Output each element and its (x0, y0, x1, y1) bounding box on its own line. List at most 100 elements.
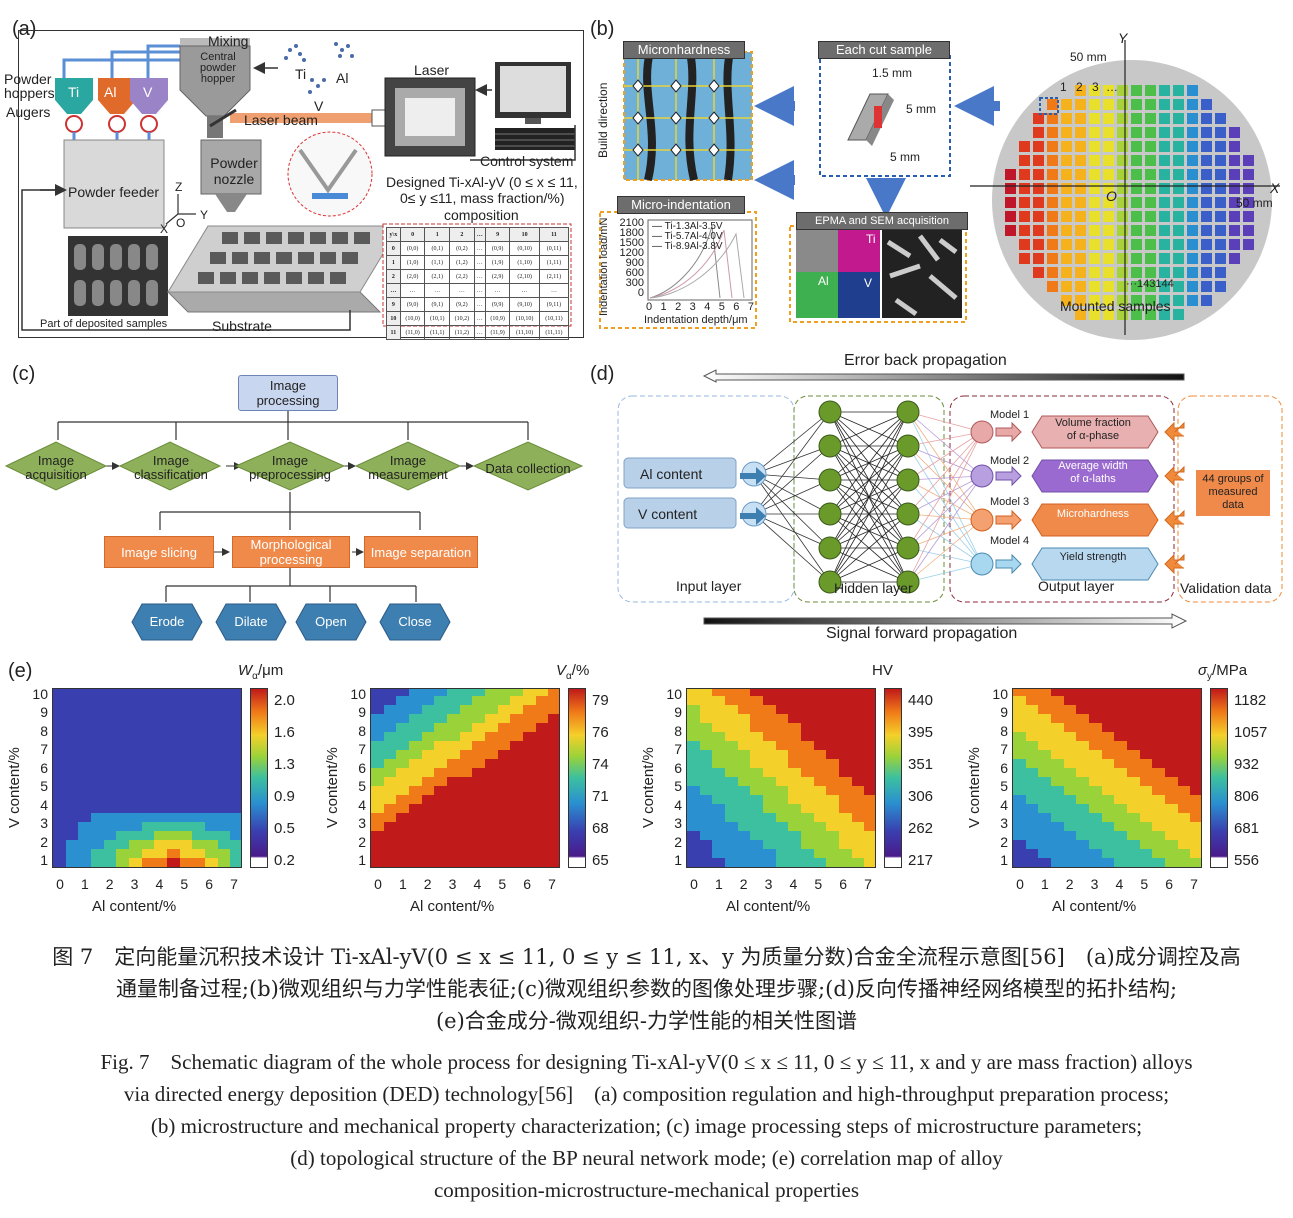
heatmap-cell (396, 830, 410, 840)
heatmap-cell (826, 794, 840, 804)
heatmap-cell (1177, 695, 1192, 705)
heatmap-cell (1152, 695, 1166, 705)
heatmap-cell (1063, 749, 1078, 759)
heatmap-cell (409, 740, 423, 750)
heatmap-cell (1114, 695, 1128, 705)
heatmap-cell (1025, 848, 1040, 858)
heatmap-cell (851, 713, 866, 723)
heatmap-cell (1114, 803, 1128, 813)
wafer-sample-square (1187, 85, 1198, 96)
heatmap-cell (53, 785, 67, 795)
wafer-sample-square (1019, 169, 1030, 180)
wafer-sample-square (1159, 211, 1170, 222)
heatmap-cell (78, 704, 92, 714)
colorbar-tick: 2.0 (274, 692, 295, 709)
heatmap-cell (535, 689, 550, 696)
indent-ytick: 1200 (619, 247, 644, 259)
wafer-sample-square (1103, 239, 1114, 250)
heatmap-cell (1152, 812, 1166, 822)
heatmap-cell (459, 767, 474, 777)
heatmap-cell (1025, 767, 1040, 777)
heatmap-cell (712, 689, 726, 696)
table-cell: (2,9) (484, 269, 511, 284)
heatmap-ytick: 7 (40, 741, 48, 758)
table-cell: 11 (386, 325, 401, 340)
heatmap-cell (788, 689, 802, 696)
heatmap-cell (737, 731, 752, 741)
heatmap-cell (497, 740, 512, 750)
heatmap-cell (1139, 821, 1154, 831)
heatmap-cell (1013, 713, 1027, 723)
heatmap-ytick: 8 (40, 722, 48, 739)
model-arrow (995, 465, 1022, 487)
wafer-sample-square (1047, 141, 1058, 152)
heatmap-cell (839, 776, 853, 786)
heatmap-cell (1038, 740, 1052, 750)
heatmap-cell (1127, 722, 1141, 732)
heatmap-xtick: 6 (1165, 876, 1174, 892)
heatmap-cell (434, 731, 448, 741)
heatmap-cell (1127, 749, 1141, 759)
heatmap-cell (1190, 803, 1201, 813)
image-separation-box: Image separation (364, 536, 478, 568)
heatmap-cell (383, 821, 398, 831)
heatmap-cell (687, 857, 701, 867)
wafer-num-3: 3 (1092, 80, 1099, 94)
wafer-sample-square (1201, 169, 1212, 180)
heatmap-cell (750, 722, 764, 732)
heatmap-cell (383, 830, 398, 840)
wafer-sample-square (1243, 197, 1254, 208)
wafer-sample-square (1131, 113, 1142, 124)
heatmap-cell (1076, 776, 1090, 786)
heatmap-ytick: 9 (40, 704, 48, 721)
heatmap-cell (1190, 857, 1201, 867)
heatmap-cell (1165, 704, 1179, 714)
caption-zh-3: (e)合金成分-微观组织-力学性能的相关性图谱 (435, 1009, 857, 1033)
colorbar (1210, 688, 1228, 868)
heatmap-cell (129, 839, 143, 849)
heatmap-cell (129, 785, 143, 795)
heatmap-cell (699, 749, 714, 759)
heatmap-xlabel: Al content/% (92, 898, 177, 915)
heatmap-cell (421, 695, 436, 705)
heatmap-cell (1063, 857, 1078, 867)
heatmap-cell (1089, 839, 1103, 849)
heatmap-cell (179, 857, 194, 867)
heatmap-ytick: 2 (1000, 833, 1008, 850)
model-arrow (995, 553, 1022, 575)
heatmap-cell (775, 776, 790, 786)
heatmap-cell (1152, 803, 1166, 813)
heatmap-ytick: 6 (40, 759, 48, 776)
wafer-sample-square (1089, 281, 1100, 292)
heatmap-cell (1177, 704, 1192, 714)
heatmap-cell (485, 722, 499, 732)
colorbar-tick: 0.5 (274, 820, 295, 837)
wafer-axis-x: X (1270, 180, 1280, 196)
wafer-sample-square (1187, 197, 1198, 208)
heatmap-cell (699, 785, 714, 795)
heatmap-cell (383, 848, 398, 858)
wafer-sample-square (1131, 169, 1142, 180)
heatmap-cell (1076, 812, 1090, 822)
heatmap-cell (396, 776, 410, 786)
wafer-sample-square (1201, 211, 1212, 222)
heatmap-cell (839, 821, 853, 831)
heatmap-cell (839, 803, 853, 813)
heatmap-cell (1127, 848, 1141, 858)
nn-connection (907, 563, 983, 583)
heatmap-cell (1076, 695, 1090, 705)
heatmap-cell (1089, 695, 1103, 705)
wafer-sample-square (1019, 253, 1030, 264)
heatmap-cell (459, 821, 474, 831)
heatmap-cell (205, 803, 219, 813)
table-cell: (11,1) (424, 325, 451, 340)
heatmap-cell (371, 848, 385, 858)
heatmap-cell (396, 749, 410, 759)
heatmap-cell (1051, 704, 1065, 714)
heatmap-cell (217, 803, 232, 813)
heatmap-cell (1152, 749, 1166, 759)
heatmap-cell (459, 848, 474, 858)
heatmap-cell (141, 695, 156, 705)
model-arrow (995, 421, 1022, 443)
heatmap-cell (485, 821, 499, 831)
